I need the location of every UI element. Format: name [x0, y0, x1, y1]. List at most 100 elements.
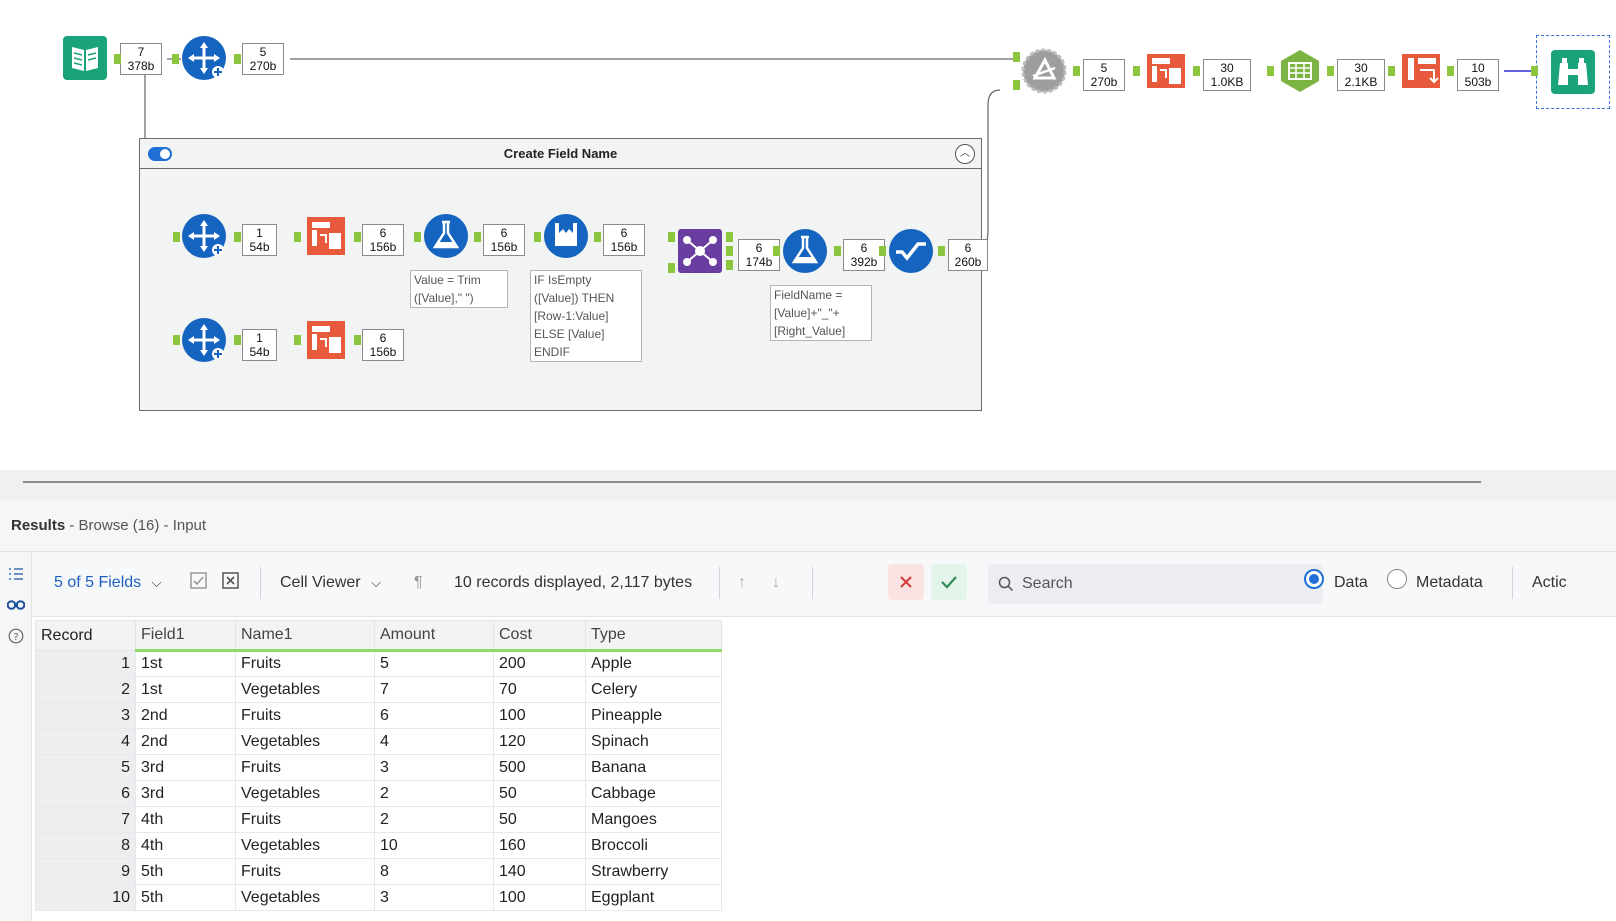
cell-field1[interactable]: 2nd — [135, 702, 236, 729]
formula-tool-a[interactable] — [423, 213, 469, 259]
cell-amount[interactable]: 4 — [374, 728, 494, 755]
cell-cost[interactable]: 70 — [493, 676, 586, 703]
container-header[interactable]: Create Field Name ︿ — [140, 139, 981, 169]
column-header-cost[interactable]: Cost — [493, 620, 586, 652]
input-anchor[interactable] — [668, 263, 675, 273]
list-icon[interactable] — [6, 564, 26, 584]
output-anchor[interactable] — [474, 232, 481, 242]
select-tool-top[interactable] — [181, 35, 227, 81]
cell-type[interactable]: Apple — [585, 650, 722, 677]
output-anchor[interactable] — [1193, 66, 1200, 76]
search-box[interactable] — [988, 564, 1323, 604]
cell-record[interactable]: 5 — [35, 754, 136, 781]
cell-field1[interactable]: 5th — [135, 884, 236, 911]
cell-record[interactable]: 6 — [35, 780, 136, 807]
column-header-type[interactable]: Type — [585, 620, 722, 652]
pilcrow-icon[interactable]: ¶ — [414, 574, 423, 591]
output-anchor[interactable] — [938, 246, 945, 256]
output-anchor[interactable] — [234, 232, 241, 242]
cell-record[interactable]: 10 — [35, 884, 136, 911]
arrow-down-icon[interactable]: ↓ — [772, 574, 780, 591]
metadata-radio-label[interactable]: Metadata — [1416, 574, 1483, 591]
output-anchor[interactable] — [234, 54, 241, 64]
browse-tool[interactable] — [1536, 35, 1610, 109]
cell-amount[interactable]: 2 — [374, 780, 494, 807]
input-anchor[interactable] — [1013, 52, 1020, 62]
output-anchor[interactable] — [1327, 66, 1334, 76]
output-anchor[interactable] — [354, 335, 361, 345]
cell-cost[interactable]: 100 — [493, 884, 586, 911]
panel-splitter[interactable] — [0, 470, 1616, 500]
output-anchor[interactable] — [234, 335, 241, 345]
cell-type[interactable]: Mangoes — [585, 806, 722, 833]
cell-field1[interactable]: 4th — [135, 832, 236, 859]
table-tool[interactable] — [1277, 48, 1323, 94]
cell-record[interactable]: 9 — [35, 858, 136, 885]
cell-amount[interactable]: 8 — [374, 858, 494, 885]
cell-amount[interactable]: 7 — [374, 676, 494, 703]
cell-field1[interactable]: 1st — [135, 676, 236, 703]
input-anchor[interactable] — [668, 232, 675, 242]
binoculars-icon[interactable] — [6, 594, 26, 614]
input-data-tool[interactable] — [62, 35, 108, 81]
metadata-radio[interactable] — [1387, 569, 1407, 589]
search-input[interactable] — [1022, 572, 1312, 596]
column-header-amount[interactable]: Amount — [374, 620, 494, 652]
output-anchor[interactable] — [726, 246, 733, 256]
cell-name1[interactable]: Fruits — [235, 702, 375, 729]
arrow-up-icon[interactable]: ↑ — [738, 574, 746, 591]
cell-amount[interactable]: 3 — [374, 754, 494, 781]
select-all-icon[interactable] — [188, 570, 210, 597]
cancel-button[interactable] — [888, 564, 924, 600]
column-header-name1[interactable]: Name1 — [235, 620, 375, 652]
cell-cost[interactable]: 160 — [493, 832, 586, 859]
cell-field1[interactable]: 3rd — [135, 780, 236, 807]
input-anchor[interactable] — [773, 246, 780, 256]
cell-type[interactable]: Cabbage — [585, 780, 722, 807]
input-anchor[interactable] — [172, 54, 179, 64]
output-anchor[interactable] — [1073, 66, 1080, 76]
help-icon[interactable]: ? — [6, 626, 26, 646]
collapse-icon[interactable]: ︿ — [955, 144, 975, 164]
cell-cost[interactable]: 50 — [493, 780, 586, 807]
cell-type[interactable]: Pineapple — [585, 702, 722, 729]
output-anchor[interactable] — [834, 246, 841, 256]
cell-amount[interactable]: 3 — [374, 884, 494, 911]
crosstab-tool[interactable] — [1143, 48, 1189, 94]
record-id-tool-a[interactable] — [303, 213, 349, 259]
cell-cost[interactable]: 100 — [493, 702, 586, 729]
input-anchor[interactable] — [1388, 66, 1395, 76]
cell-type[interactable]: Celery — [585, 676, 722, 703]
input-anchor[interactable] — [173, 335, 180, 345]
cell-name1[interactable]: Vegetables — [235, 832, 375, 859]
cell-name1[interactable]: Fruits — [235, 754, 375, 781]
column-header-field1[interactable]: Field1 — [135, 620, 236, 652]
container-enable-toggle[interactable] — [148, 147, 172, 161]
cell-record[interactable]: 1 — [35, 650, 136, 677]
cell-name1[interactable]: Fruits — [235, 858, 375, 885]
formula-tool-b[interactable] — [782, 228, 828, 274]
cell-field1[interactable]: 3rd — [135, 754, 236, 781]
cell-cost[interactable]: 500 — [493, 754, 586, 781]
cell-record[interactable]: 7 — [35, 806, 136, 833]
deselect-all-icon[interactable] — [220, 570, 242, 597]
cell-type[interactable]: Strawberry — [585, 858, 722, 885]
column-header-record[interactable]: Record — [35, 620, 136, 651]
cell-viewer-dropdown[interactable]: Cell Viewer ⌵ — [280, 574, 381, 592]
input-anchor[interactable] — [414, 232, 421, 242]
cell-record[interactable]: 8 — [35, 832, 136, 859]
input-anchor[interactable] — [1531, 66, 1538, 76]
input-anchor[interactable] — [1133, 66, 1140, 76]
cell-field1[interactable]: 4th — [135, 806, 236, 833]
cell-type[interactable]: Banana — [585, 754, 722, 781]
fields-selector[interactable]: 5 of 5 Fields ⌵ — [54, 574, 161, 592]
